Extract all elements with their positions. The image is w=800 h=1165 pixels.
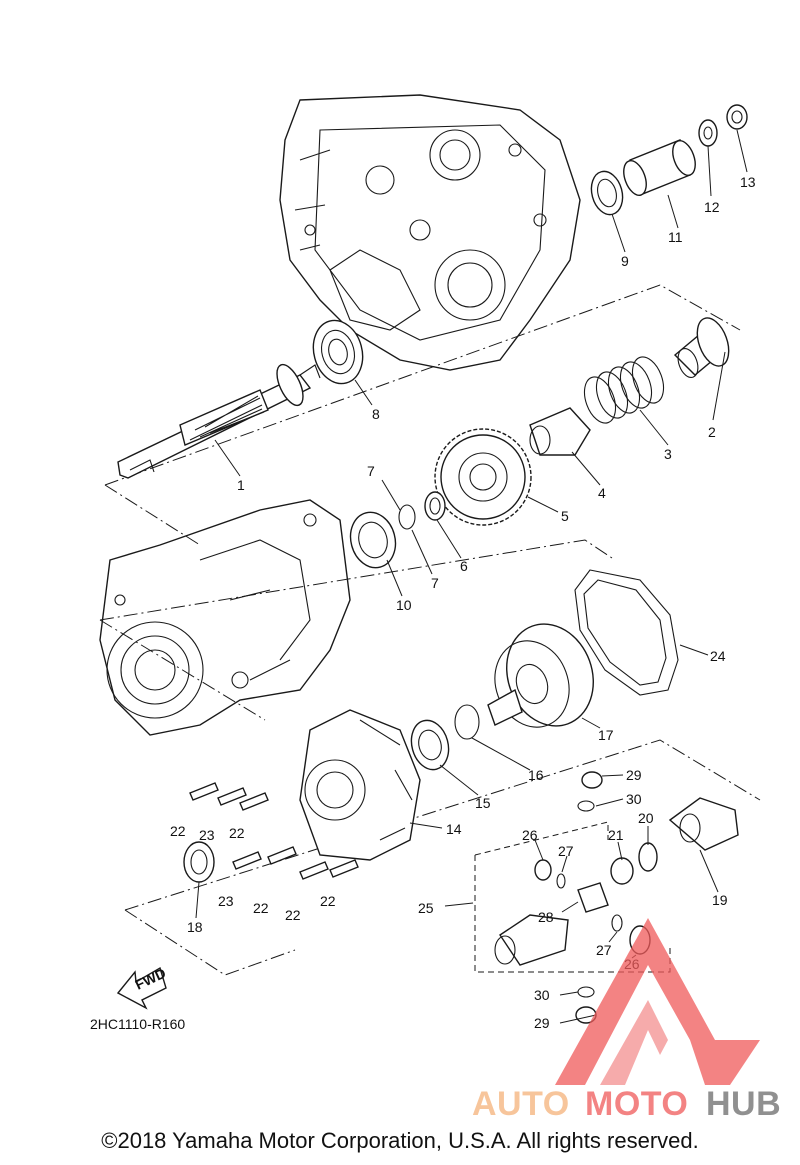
gasket-part-24 xyxy=(574,569,679,696)
callout-27b: 27 xyxy=(596,942,612,958)
callout-22c: 22 xyxy=(253,900,269,916)
watermark-hub: HUB xyxy=(706,1085,781,1123)
spring-part-3 xyxy=(583,356,665,424)
circlip-part-16 xyxy=(454,704,480,740)
collar-part-2 xyxy=(673,317,730,378)
bolts-parts-22-23 xyxy=(189,782,359,880)
callout-23a: 23 xyxy=(199,827,215,843)
callout-22d: 22 xyxy=(285,907,301,923)
callout-30b: 30 xyxy=(534,987,550,1003)
callout-17: 17 xyxy=(598,727,614,743)
gear-part-5 xyxy=(434,428,532,526)
middle-gear-case-part-14 xyxy=(299,709,421,861)
bearing-part-10 xyxy=(349,511,397,569)
lower-case-illustration xyxy=(99,499,351,736)
callout-3: 3 xyxy=(664,446,672,462)
callout-20: 20 xyxy=(638,810,654,826)
leader-lines xyxy=(195,129,748,1024)
watermark-moto: MOTO xyxy=(585,1085,688,1123)
diagram-code: 2HC1110-R160 xyxy=(90,1016,185,1032)
upper-crankcase-illustration xyxy=(279,94,581,371)
callout-13: 13 xyxy=(740,174,756,190)
callout-2: 2 xyxy=(708,424,716,440)
callout-7b: 7 xyxy=(431,575,439,591)
callout-8: 8 xyxy=(372,406,380,422)
callout-28: 28 xyxy=(538,909,554,925)
callout-27a: 27 xyxy=(558,843,574,859)
callout-16: 16 xyxy=(528,767,544,783)
callout-4: 4 xyxy=(598,485,606,501)
washer-part-12 xyxy=(698,119,718,147)
callout-19: 19 xyxy=(712,892,728,908)
callout-9: 9 xyxy=(621,253,629,269)
callout-14: 14 xyxy=(446,821,462,837)
callout-10: 10 xyxy=(396,597,412,613)
callout-29a: 29 xyxy=(626,767,642,783)
callout-6: 6 xyxy=(460,558,468,574)
callout-23b: 23 xyxy=(218,893,234,909)
callout-1: 1 xyxy=(237,477,245,493)
callout-29b: 29 xyxy=(534,1015,550,1031)
callout-11: 11 xyxy=(668,229,683,245)
circlip-part-7 xyxy=(398,504,416,530)
callout-22e: 22 xyxy=(320,893,336,909)
callout-26a: 26 xyxy=(522,827,538,843)
callout-30a: 30 xyxy=(626,791,642,807)
callout-21: 21 xyxy=(608,827,624,843)
automotohub-watermark-logo: AUTO MOTO HUB xyxy=(472,918,781,1123)
washer-part-6 xyxy=(424,491,446,521)
callout-24: 24 xyxy=(710,648,726,664)
bearing-part-8 xyxy=(312,319,364,385)
callout-22b: 22 xyxy=(229,825,245,841)
nut-part-13 xyxy=(726,104,748,130)
bearing-part-15 xyxy=(410,719,450,771)
main-shaft-part-1 xyxy=(117,363,321,479)
watermark-auto: AUTO xyxy=(472,1085,570,1123)
clutch-housing-part-17 xyxy=(487,623,594,728)
oil-seal-part-18 xyxy=(183,841,215,883)
cam-part-4 xyxy=(529,407,591,456)
callout-22a: 22 xyxy=(170,823,186,839)
callout-5: 5 xyxy=(561,508,569,524)
collar-part-11 xyxy=(623,139,696,196)
copyright-notice: ©2018 Yamaha Motor Corporation, U.S.A. A… xyxy=(101,1128,699,1153)
callout-12: 12 xyxy=(704,199,720,215)
callout-15: 15 xyxy=(475,795,491,811)
universal-joint-parts xyxy=(494,771,739,1024)
callout-7a: 7 xyxy=(367,463,375,479)
callout-25: 25 xyxy=(418,900,434,916)
oil-seal-part-9 xyxy=(590,170,624,216)
callout-18: 18 xyxy=(187,919,203,935)
fwd-arrow-icon: FWD xyxy=(116,965,168,1010)
